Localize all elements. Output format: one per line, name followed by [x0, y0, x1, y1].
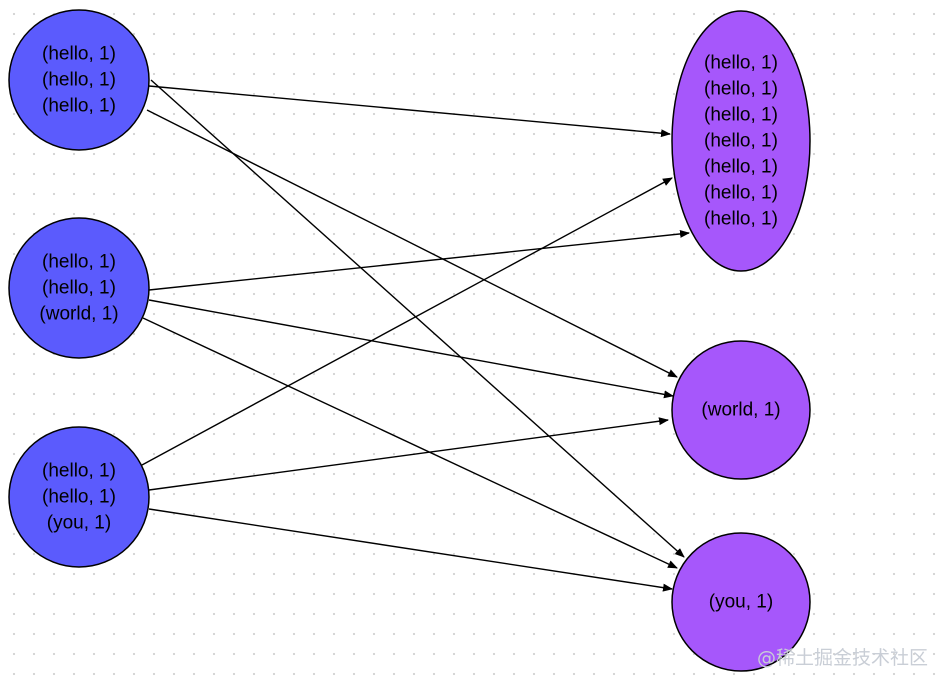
- target-node-hello-label: (hello, 1): [704, 157, 778, 178]
- target-node-hello-label: (hello, 1): [704, 131, 778, 152]
- source-node-1-shape: [8, 9, 150, 151]
- edge-s3-to-t3: [148, 508, 673, 592]
- edge-s1-to-t1: [148, 85, 671, 138]
- target-node-hello-label: (hello, 1): [704, 209, 778, 230]
- watermark: @稀土掘金技术社区: [756, 647, 928, 669]
- source-node-3-shape: [8, 426, 150, 568]
- target-node-you: (you, 1): [671, 532, 811, 672]
- edge-s1-to-t2: [146, 109, 678, 378]
- source-node-2-shape: [8, 217, 150, 359]
- target-node-hello-label: (hello, 1): [704, 183, 778, 204]
- target-node-you-shape: [671, 532, 811, 672]
- target-node-you-label: (you, 1): [709, 592, 773, 613]
- source-node-2: (hello, 1) (hello, 1) (world, 1): [8, 217, 150, 359]
- target-node-world-shape: [671, 340, 811, 480]
- edge-s2-to-t1: [148, 229, 690, 291]
- source-node-3-label: (you, 1): [47, 513, 111, 534]
- target-node-hello-label: (hello, 1): [704, 105, 778, 126]
- source-node-3-label: (hello, 1): [42, 461, 116, 482]
- target-node-hello-label: (hello, 1): [704, 79, 778, 100]
- source-node-2-label: (hello, 1): [42, 252, 116, 273]
- source-node-3-label: (hello, 1): [42, 487, 116, 508]
- target-node-hello-label: (hello, 1): [704, 53, 778, 74]
- source-node-1-label: (hello, 1): [42, 44, 116, 65]
- source-node-3: (hello, 1) (hello, 1) (you, 1): [8, 426, 150, 568]
- target-node-hello: (hello, 1) (hello, 1) (hello, 1) (hello, 1)…: [671, 10, 811, 272]
- edge-s2-to-t3: [142, 317, 678, 569]
- nodes-group: (hello, 1)(hello, 1)(hello, 1)(hello, 1)…: [8, 9, 811, 672]
- edge-s3-to-t2: [148, 417, 669, 491]
- source-node-2-label: (world, 1): [39, 304, 118, 325]
- edges-group: [141, 79, 690, 592]
- target-node-hello-shape: [671, 10, 811, 272]
- edge-s2-to-t2: [148, 299, 674, 399]
- source-node-1: (hello, 1) (hello, 1) (hello, 1): [8, 9, 150, 151]
- edge-s1-to-t3: [150, 79, 685, 558]
- source-node-1-label: (hello, 1): [42, 96, 116, 117]
- edge-s3-to-t1: [141, 177, 673, 466]
- source-node-2-label: (hello, 1): [42, 278, 116, 299]
- source-node-1-label: (hello, 1): [42, 70, 116, 91]
- target-node-world: (world, 1): [671, 340, 811, 480]
- target-node-world-label: (world, 1): [701, 400, 780, 421]
